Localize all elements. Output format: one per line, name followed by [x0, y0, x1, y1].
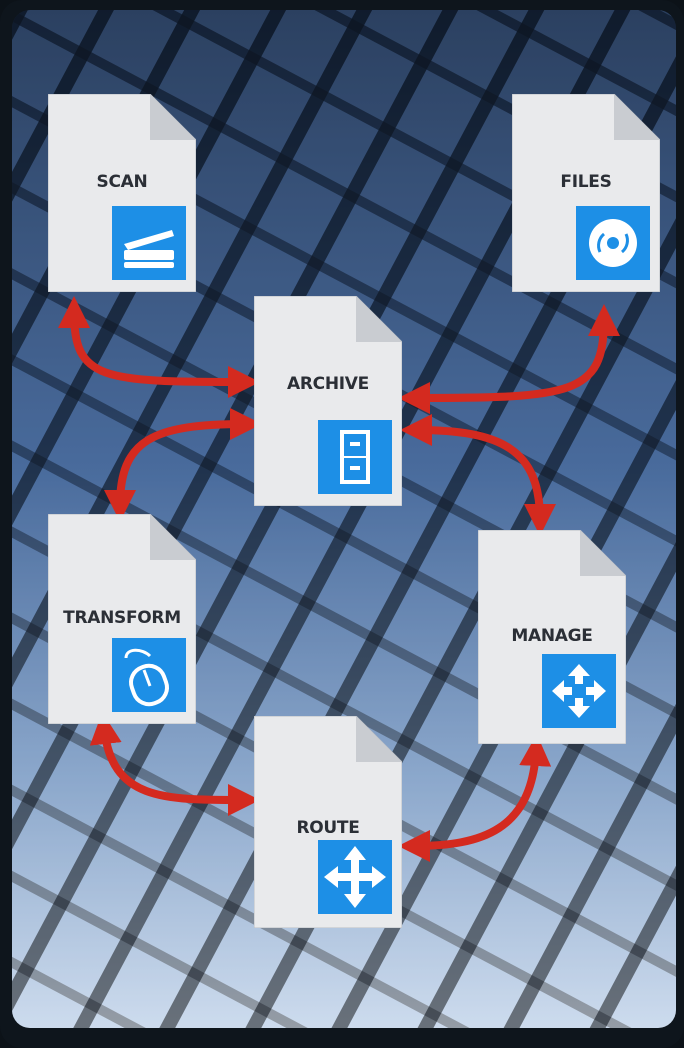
node-label: MANAGE [511, 626, 593, 646]
node-transform: TRANSFORM [48, 514, 196, 724]
disc-icon [576, 206, 650, 280]
node-archive: ARCHIVE [254, 296, 402, 506]
move-arrows-icon [318, 840, 392, 914]
node-route: ROUTE [254, 716, 402, 928]
cycle-arrows-icon [542, 654, 616, 728]
node-label: ROUTE [296, 818, 360, 838]
node-scan: SCAN [48, 94, 196, 292]
node-manage: MANAGE [478, 530, 626, 744]
scanner-icon [112, 206, 186, 280]
node-label: TRANSFORM [63, 608, 181, 628]
node-label: ARCHIVE [287, 374, 369, 394]
node-label: SCAN [96, 172, 148, 192]
node-files: FILES [512, 94, 660, 292]
node-label: FILES [560, 172, 612, 192]
mouse-icon [112, 638, 186, 712]
diagram-panel: SCAN FILES [12, 10, 676, 1028]
filing-cabinet-icon [318, 420, 392, 494]
